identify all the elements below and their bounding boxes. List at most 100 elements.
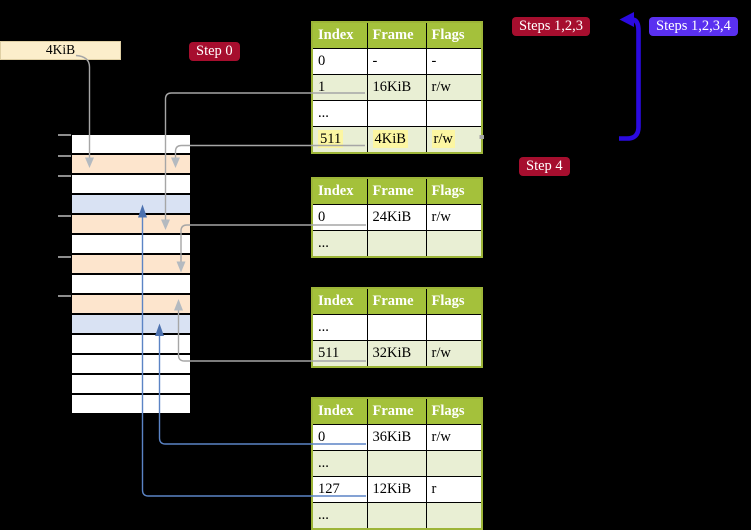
table-row: ... (311, 314, 483, 341)
column-header-flags: Flags (425, 397, 483, 425)
cell-flags (425, 314, 483, 341)
cell-index: 1 (311, 74, 368, 101)
cell-flags (425, 502, 483, 530)
page-size-label: 4KiB (45, 42, 76, 57)
memory-frame-row-1 (72, 155, 190, 173)
cell-frame: 16KiB (366, 74, 427, 101)
cell-frame: 4KiB (366, 126, 427, 154)
memory-frame-row-4 (72, 215, 190, 233)
memory-tick (58, 215, 71, 217)
step0-label: Step 0 (189, 42, 240, 61)
cell-frame: 12KiB (366, 476, 427, 503)
cell-frame (366, 230, 427, 258)
cell-index: ... (311, 230, 368, 258)
cell-flags: - (425, 48, 483, 75)
memory-frame-row-3 (72, 195, 190, 213)
memory-frame-row-12 (72, 375, 190, 393)
cell-frame (366, 450, 427, 477)
cell-flags: r/w (425, 424, 483, 451)
memory-frame-row-10 (72, 335, 190, 353)
cell-flags (425, 100, 483, 127)
memory-tick (58, 175, 71, 177)
physical-memory-column (72, 135, 190, 415)
cell-frame: - (366, 48, 427, 75)
memory-frame-row-11 (72, 355, 190, 373)
highlighted-value: 4KiB (372, 130, 408, 148)
memory-frame-row-8 (72, 295, 190, 313)
memory-frame-row-0 (72, 135, 190, 153)
table-row: ... (311, 502, 483, 530)
cell-frame (366, 314, 427, 341)
steps1234-label: Steps 1,2,3,4 (649, 17, 738, 36)
column-header-index: Index (311, 21, 368, 49)
cell-flags: r/w (425, 74, 483, 101)
cell-index: 0 (311, 48, 368, 75)
cell-frame (366, 502, 427, 530)
memory-frame-row-5 (72, 235, 190, 253)
cell-index: 0 (311, 424, 368, 451)
table-row: ... (311, 230, 483, 258)
cell-flags: r (425, 476, 483, 503)
memory-frame-row-7 (72, 275, 190, 293)
cell-index: 511 (311, 126, 368, 154)
cell-index: ... (311, 100, 368, 127)
cell-flags: r/w (425, 340, 483, 368)
column-header-flags: Flags (425, 21, 483, 49)
cell-flags: r/w (425, 126, 483, 154)
column-header-frame: Frame (366, 287, 427, 315)
column-header-frame: Frame (366, 177, 427, 205)
cell-index: 511 (311, 340, 368, 368)
column-header-index: Index (311, 177, 368, 205)
cell-index: ... (311, 314, 368, 341)
steps123-label: Steps 1,2,3 (512, 17, 591, 36)
memory-tick (58, 256, 71, 258)
cell-frame: 24KiB (366, 204, 427, 231)
step4-label: Step 4 (519, 157, 570, 176)
cell-frame: 32KiB (366, 340, 427, 368)
cell-index: 0 (311, 204, 368, 231)
cell-index: ... (311, 502, 368, 530)
memory-frame-row-9 (72, 315, 190, 333)
page-size-label-box: 4KiB (0, 41, 121, 60)
recursive-loop-arrow (619, 17, 641, 141)
cell-index: 127 (311, 476, 368, 503)
cell-frame: 36KiB (366, 424, 427, 451)
column-header-flags: Flags (425, 177, 483, 205)
column-header-index: Index (311, 287, 368, 315)
column-header-flags: Flags (425, 287, 483, 315)
highlighted-value: 511 (318, 130, 344, 148)
memory-tick (58, 134, 71, 136)
table-row: ... (311, 100, 483, 127)
table-row: 511 4KiB r/w (311, 126, 483, 154)
memory-tick (58, 295, 71, 297)
highlighted-value: r/w (431, 130, 455, 148)
cell-flags (425, 450, 483, 477)
cell-flags: r/w (425, 204, 483, 231)
table-row: ... (311, 450, 483, 477)
memory-frame-row-6 (72, 255, 190, 273)
memory-frame-row-2 (72, 175, 190, 193)
memory-tick (58, 155, 71, 157)
cell-flags (425, 230, 483, 258)
column-header-index: Index (311, 397, 368, 425)
cell-frame (366, 100, 427, 127)
cell-index: ... (311, 450, 368, 477)
memory-frame-row-13 (72, 395, 190, 413)
column-header-frame: Frame (366, 397, 427, 425)
recursive-loop-arrow-head (619, 12, 634, 27)
column-header-frame: Frame (366, 21, 427, 49)
